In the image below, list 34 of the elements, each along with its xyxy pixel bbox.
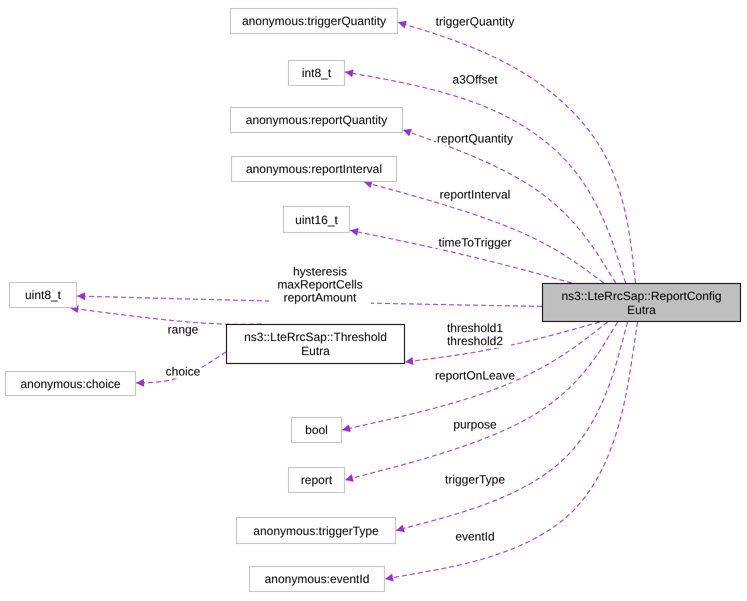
class-box: bool <box>291 417 342 443</box>
class-box: report <box>288 467 345 493</box>
class-box: uint16_t <box>283 206 350 233</box>
class-box: anonymous:triggerType <box>236 517 396 544</box>
dependency-arrow <box>342 322 608 432</box>
class-box: uint8_t <box>9 282 77 308</box>
edge-label: eventId <box>454 530 496 544</box>
class-box: anonymous:choice <box>5 371 136 396</box>
class-box: ns3::LteRrcSap::ReportConfig Eutra <box>542 283 741 322</box>
dependency-arrow <box>363 180 604 284</box>
dependency-arrow <box>404 322 600 365</box>
edge-label: reportQuantity <box>436 132 514 146</box>
edge-label: reportOnLeave <box>434 370 516 382</box>
edge-label: hysteresis maxReportCells reportAmount <box>269 266 371 304</box>
dependency-arrow <box>398 20 636 284</box>
edge-label: timeToTrigger <box>438 236 512 250</box>
dependency-arrow <box>384 322 638 582</box>
dependency-arrow <box>396 322 628 532</box>
dependency-arrow <box>70 305 262 325</box>
class-box: anonymous:reportQuantity <box>230 107 403 133</box>
class-box: anonymous:reportInterval <box>231 156 397 182</box>
class-box: ns3::LteRrcSap::Threshold Eutra <box>226 324 405 364</box>
edge-label: reportInterval <box>438 188 512 202</box>
class-box: int8_t <box>288 60 345 86</box>
edge-label: a3Offset <box>451 74 499 86</box>
edge-label: choice <box>164 366 202 378</box>
dependency-arrow <box>402 128 616 284</box>
dependency-arrow <box>344 322 618 482</box>
dependency-arrow <box>344 69 626 284</box>
dependency-arrow <box>350 228 572 284</box>
class-box: anonymous:triggerQuantity <box>230 8 398 34</box>
class-box: anonymous:eventId <box>249 566 385 592</box>
edge-label: triggerType <box>444 474 506 486</box>
edge-label: triggerQuantity <box>434 16 516 28</box>
